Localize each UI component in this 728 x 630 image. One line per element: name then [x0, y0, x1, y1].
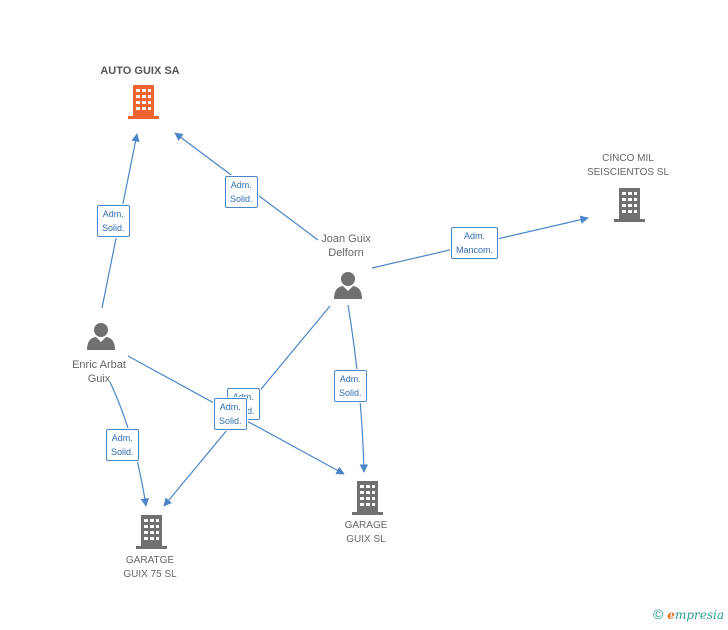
- edge-label-enric-garatge[interactable]: Adm. Solid.: [106, 429, 139, 461]
- cinco-mil-line2: SEISCIENTOS SL: [586, 167, 670, 178]
- auto-guix-building-icon[interactable]: [128, 85, 159, 119]
- brand-e: e: [667, 608, 675, 622]
- joan-line1: Joan Guix: [321, 233, 371, 245]
- enric-line1: Enric Arbat: [72, 359, 126, 371]
- garage-building-icon[interactable]: [352, 481, 383, 515]
- edge-label-line1: Adm.: [102, 209, 124, 219]
- edge-label-line2: Solid.: [111, 447, 134, 457]
- joan-person-icon[interactable]: [334, 272, 362, 299]
- edge-label-enric-auto[interactable]: Adm. Solid.: [97, 205, 130, 237]
- cinco-mil-building-icon[interactable]: [614, 188, 645, 222]
- edge-label-line2: Solid.: [230, 194, 253, 204]
- cinco-mil-line1: CINCO MIL: [602, 153, 654, 164]
- empresia-logo[interactable]: ©empresia: [653, 606, 724, 622]
- enric-line2: Guix: [87, 373, 111, 385]
- edge-label-line1: Adm.: [464, 231, 486, 241]
- joan-line2: Delforn: [328, 247, 364, 259]
- edge-label-joan-garage[interactable]: Adm. Solid.: [334, 370, 367, 402]
- edge-label-line2: Solid.: [102, 223, 125, 233]
- edge-label-line1: Adm.: [230, 180, 252, 190]
- edge-label-joan-garatge[interactable]: Adm. Solid.: [214, 398, 247, 430]
- node-label-auto-guix[interactable]: AUTO GUIX SA: [100, 64, 179, 78]
- garage-line1: GARAGE: [344, 520, 388, 531]
- edge-label-line2: Mancom.: [456, 245, 494, 255]
- garatge-line1: GARATGE: [125, 555, 175, 566]
- edge-label-line1: Adm.: [111, 433, 133, 443]
- node-label-cinco-mil[interactable]: CINCO MIL SEISCIENTOS SL: [587, 152, 669, 180]
- edge-label-line1: Adm.: [232, 392, 254, 402]
- edge-label-line1: Adm.: [219, 402, 241, 412]
- node-label-enric[interactable]: Enric Arbat Guix: [72, 358, 126, 386]
- edge-label-line2: Solid.: [339, 388, 362, 398]
- brand-name: mpresia: [674, 608, 724, 622]
- garatge-line2: GUIX 75 SL: [123, 569, 177, 580]
- garatge-building-icon[interactable]: [136, 515, 167, 549]
- node-label-joan[interactable]: Joan Guix Delforn: [321, 232, 371, 260]
- edge-label-joan-cinco[interactable]: Adm. Mancom.: [451, 227, 499, 259]
- edge-label-line2: Solid.: [219, 416, 242, 426]
- enric-person-icon[interactable]: [87, 323, 115, 350]
- node-label-garage[interactable]: GARAGE GUIX SL: [345, 519, 388, 547]
- node-label-garatge[interactable]: GARATGE GUIX 75 SL: [123, 554, 176, 582]
- edge-label-joan-auto[interactable]: Adm. Solid.: [225, 176, 258, 208]
- copyright-symbol: ©: [652, 606, 664, 622]
- garage-line2: GUIX SL: [346, 534, 386, 545]
- auto-guix-name: AUTO GUIX SA: [100, 65, 180, 77]
- edge-label-line1: Adm.: [339, 374, 361, 384]
